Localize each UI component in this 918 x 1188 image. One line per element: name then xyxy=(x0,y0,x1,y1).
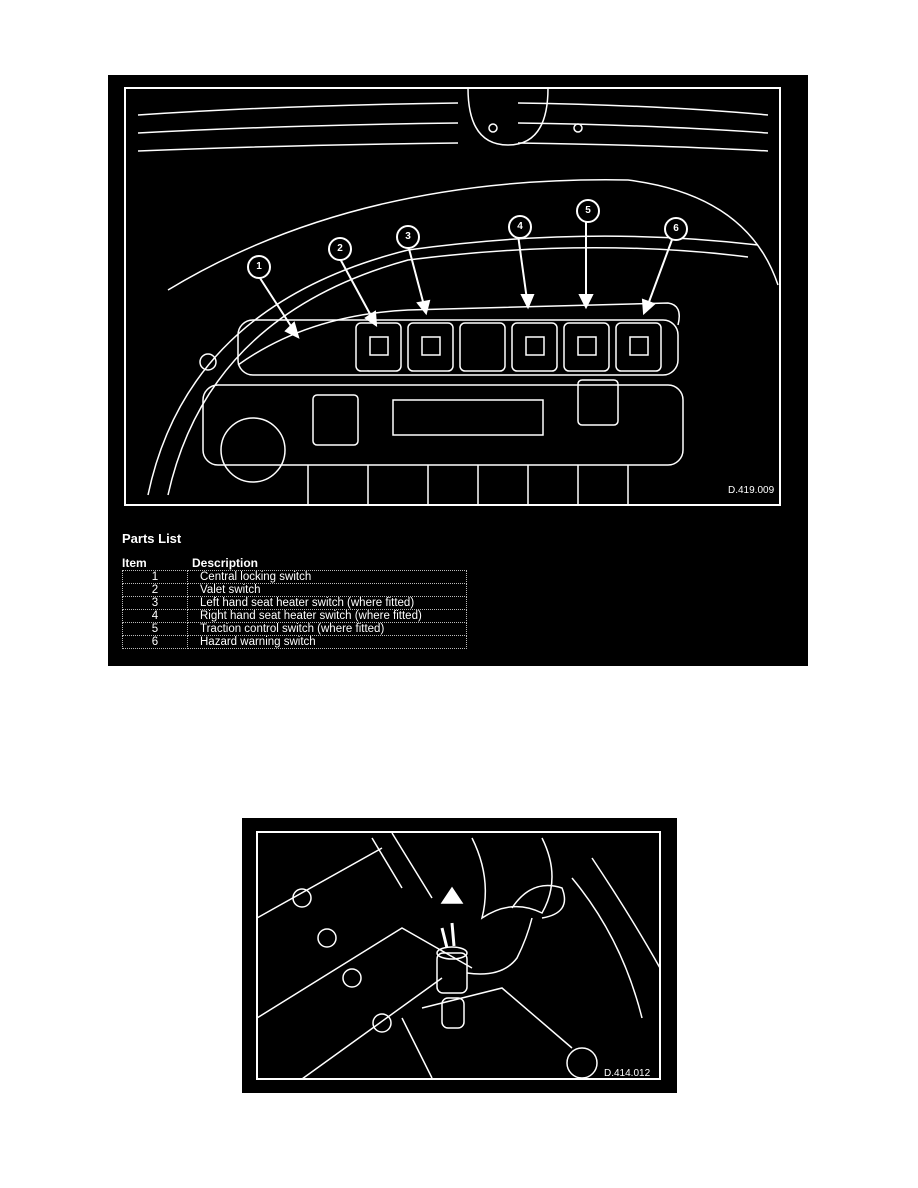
callout-2: 2 xyxy=(328,237,352,261)
switch-panel-drawing xyxy=(124,87,781,506)
item-number: 5 xyxy=(122,622,188,636)
callout-3: 3 xyxy=(396,225,420,249)
item-number: 6 xyxy=(122,635,188,649)
callout-6: 6 xyxy=(664,217,688,241)
item-description: Central locking switch xyxy=(187,570,467,584)
item-number: 2 xyxy=(122,583,188,597)
battery-cell-caps xyxy=(292,888,392,1033)
item-description: Traction control switch (where fitted) xyxy=(187,622,467,636)
callout-5: 5 xyxy=(576,199,600,223)
description-header: Description xyxy=(192,556,259,570)
parts-list-title: Parts List xyxy=(122,531,182,546)
figure-code: D.414.012 xyxy=(604,1068,651,1079)
item-description: Hazard warning switch xyxy=(187,635,467,649)
battery-terminal-drawing xyxy=(256,831,661,1080)
switch-panel-illustration: 1 2 3 4 5 6 D.419.009 Parts List Item De… xyxy=(108,75,808,666)
battery-terminal-illustration: D.414.012 xyxy=(242,818,677,1093)
callout-1: 1 xyxy=(247,255,271,279)
switch-buttons xyxy=(355,322,662,372)
item-header: Item xyxy=(122,556,147,570)
item-description: Right hand seat heater switch (where fit… xyxy=(187,609,467,623)
figure-code: D.419.009 xyxy=(728,485,775,496)
item-number: 4 xyxy=(122,609,188,623)
item-number: 3 xyxy=(122,596,188,610)
item-description: Valet switch xyxy=(187,583,467,597)
item-number: 1 xyxy=(122,570,188,584)
callout-4: 4 xyxy=(508,215,532,239)
item-description: Left hand seat heater switch (where fitt… xyxy=(187,596,467,610)
